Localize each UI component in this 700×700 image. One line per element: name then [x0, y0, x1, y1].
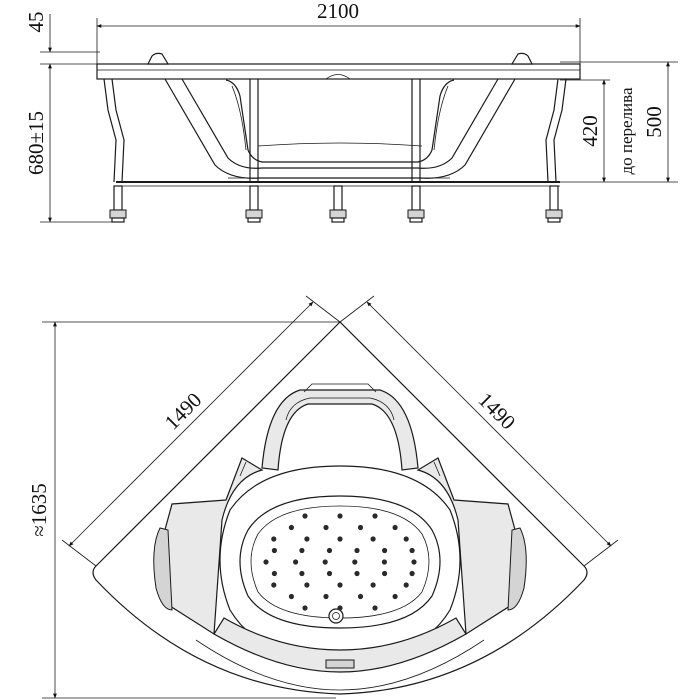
headrest: [261, 383, 419, 471]
jet-nozzle: [326, 547, 333, 554]
jet-nozzle: [271, 582, 277, 588]
dimension-overflow-height-label: 420: [578, 115, 602, 147]
jet-nozzle: [322, 559, 328, 565]
drain: [328, 608, 344, 624]
bathtub-rim: [96, 52, 581, 80]
dimension-left-heights: 45 680±15: [24, 12, 118, 223]
jet-nozzle: [354, 547, 360, 554]
front-elevation-view: 2100 45 680±15 420 до перелива 500: [24, 0, 678, 223]
jet-nozzle: [392, 593, 398, 600]
top-plan-view: ≈1635 1490 1490: [27, 295, 619, 699]
jet-nozzle: [409, 570, 415, 577]
jet-nozzle: [337, 536, 343, 542]
jet-nozzle: [372, 605, 378, 611]
jet-nozzle: [299, 570, 305, 577]
jet-nozzle: [370, 582, 376, 588]
dimension-rim-height-label: 45: [24, 12, 48, 33]
jet-nozzle: [263, 559, 269, 565]
jet-nozzle: [271, 536, 277, 542]
dimension-height-total-label: 680±15: [24, 111, 48, 175]
jet-nozzle: [337, 582, 343, 588]
front-step: [195, 617, 485, 691]
jet-nozzle: [304, 536, 310, 542]
dimension-side-right-label: 1490: [474, 388, 521, 435]
jet-nozzle: [271, 547, 277, 554]
dimension-total-width-label: 2100: [317, 0, 359, 23]
jet-nozzle: [392, 524, 398, 531]
jet-nozzle: [304, 582, 310, 588]
jet-nozzle: [411, 559, 417, 565]
jet-nozzle: [271, 570, 277, 577]
jet-nozzle: [372, 513, 378, 519]
jet-nozzle: [381, 559, 387, 565]
leg: [109, 185, 127, 223]
dimension-overflow-caption: до перелива: [617, 87, 636, 174]
leg: [407, 185, 425, 223]
side-armrests: [153, 457, 527, 636]
jet-nozzle: [403, 582, 409, 588]
jet-nozzle: [323, 593, 329, 600]
jet-nozzle: [382, 570, 388, 577]
jet-nozzle: [299, 547, 305, 554]
jet-nozzle: [370, 536, 376, 542]
jet-nozzle: [302, 605, 308, 611]
dimension-bowl-height-label: 500: [642, 106, 666, 138]
dimension-side-left-label: 1490: [160, 388, 207, 435]
dimension-right-heights: 420 до перелива 500: [560, 61, 678, 183]
jet-nozzle: [403, 536, 409, 542]
dimension-total-width: 2100: [96, 0, 581, 70]
jet-nozzle: [293, 559, 299, 565]
hydromassage-jets: [263, 513, 417, 611]
jet-nozzle: [357, 593, 364, 600]
jet-nozzle: [337, 513, 343, 519]
jet-nozzle: [357, 524, 364, 531]
leg: [329, 185, 347, 223]
leg: [545, 185, 563, 223]
dimension-diagonal-label: ≈1635: [27, 483, 51, 537]
jet-nozzle: [382, 547, 388, 554]
support-frame: [103, 78, 567, 187]
jet-nozzle: [302, 513, 308, 519]
support-legs: [109, 185, 563, 223]
jet-nozzle: [409, 547, 415, 554]
jet-nozzle: [354, 570, 360, 577]
bathtub-bowl-side: [164, 78, 516, 179]
leg: [245, 185, 263, 223]
overflow-fitting: [325, 659, 355, 669]
jet-nozzle: [288, 524, 294, 531]
jet-nozzle: [326, 570, 333, 577]
jet-nozzle: [323, 524, 329, 531]
jet-nozzle: [337, 605, 343, 611]
jet-nozzle: [288, 593, 294, 600]
jet-nozzle: [352, 559, 358, 565]
